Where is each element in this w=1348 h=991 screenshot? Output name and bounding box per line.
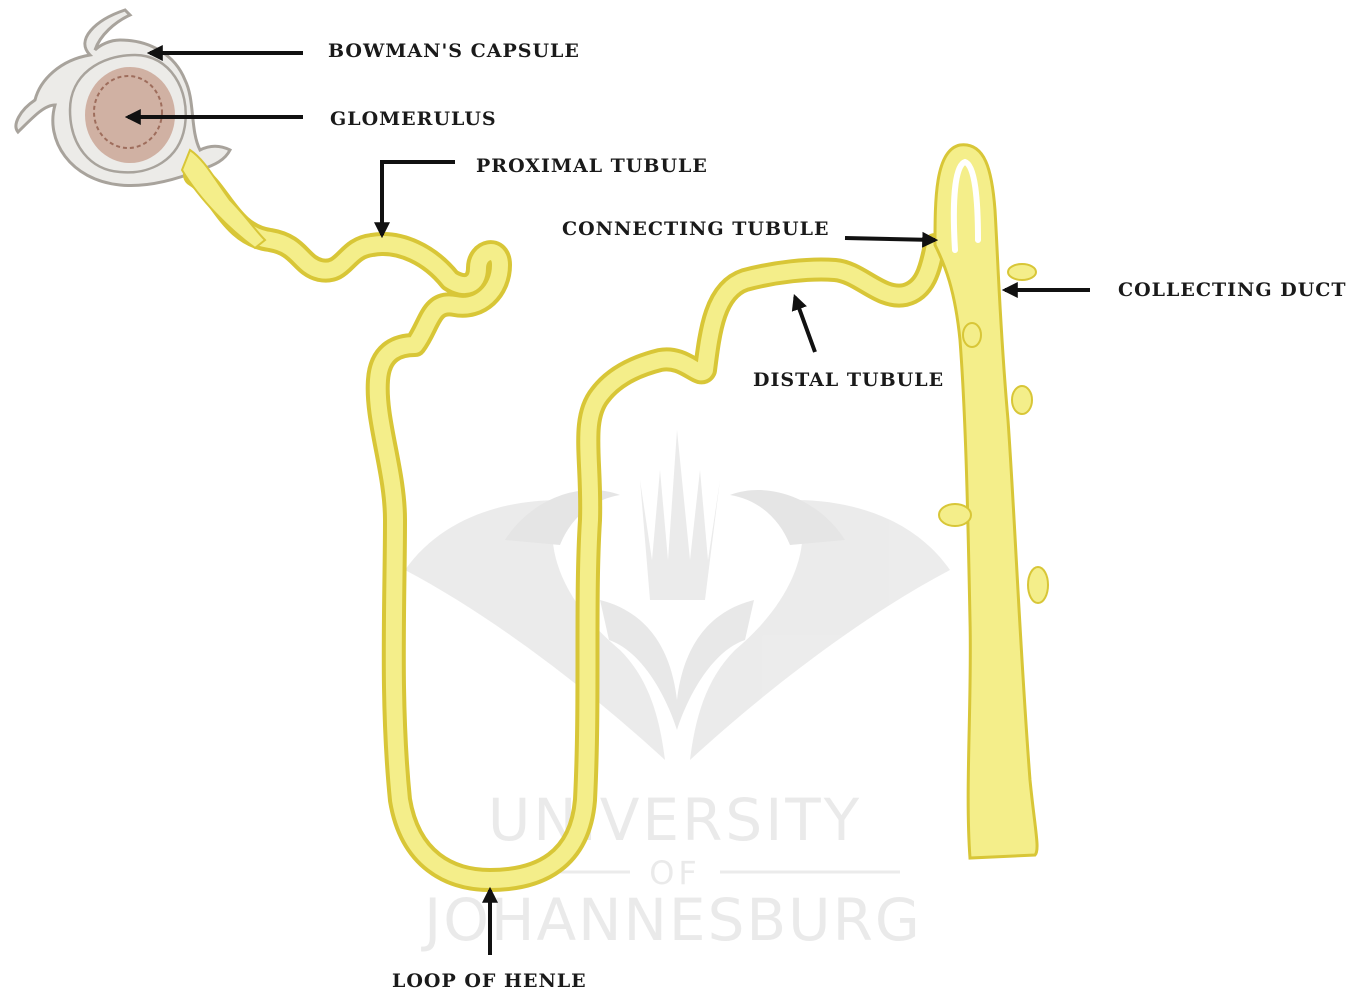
label-glomerulus: GLOMERULUS: [330, 108, 497, 130]
duct-branch-1: [1008, 264, 1036, 280]
label-collecting-duct: COLLECTING DUCT: [1118, 279, 1347, 301]
collecting-duct-body: [935, 145, 1037, 858]
arrow-connecting-tubule: [845, 238, 935, 240]
label-proximal-tubule: PROXIMAL TUBULE: [476, 155, 708, 177]
collecting-duct-shape: [935, 145, 1048, 858]
duct-branch-4: [939, 504, 971, 526]
label-bowmans-capsule: BOWMAN'S CAPSULE: [328, 40, 580, 62]
watermark-university: UNIVERSITY: [488, 786, 862, 854]
label-distal-tubule: DISTAL TUBULE: [753, 369, 944, 391]
watermark-johannesburg: JOHANNESBURG: [421, 886, 922, 954]
arrow-proximal-tubule: [382, 162, 455, 235]
arrow-distal-tubule: [795, 297, 815, 352]
duct-branch-2: [963, 323, 981, 347]
capsule-neck: [182, 150, 265, 248]
label-connecting-tubule: CONNECTING TUBULE: [562, 218, 829, 240]
label-loop-of-henle: LOOP OF HENLE: [392, 970, 587, 991]
duct-branch-5: [1028, 567, 1048, 603]
duct-branch-3: [1012, 386, 1032, 414]
watermark-center-leaves: [640, 430, 720, 600]
